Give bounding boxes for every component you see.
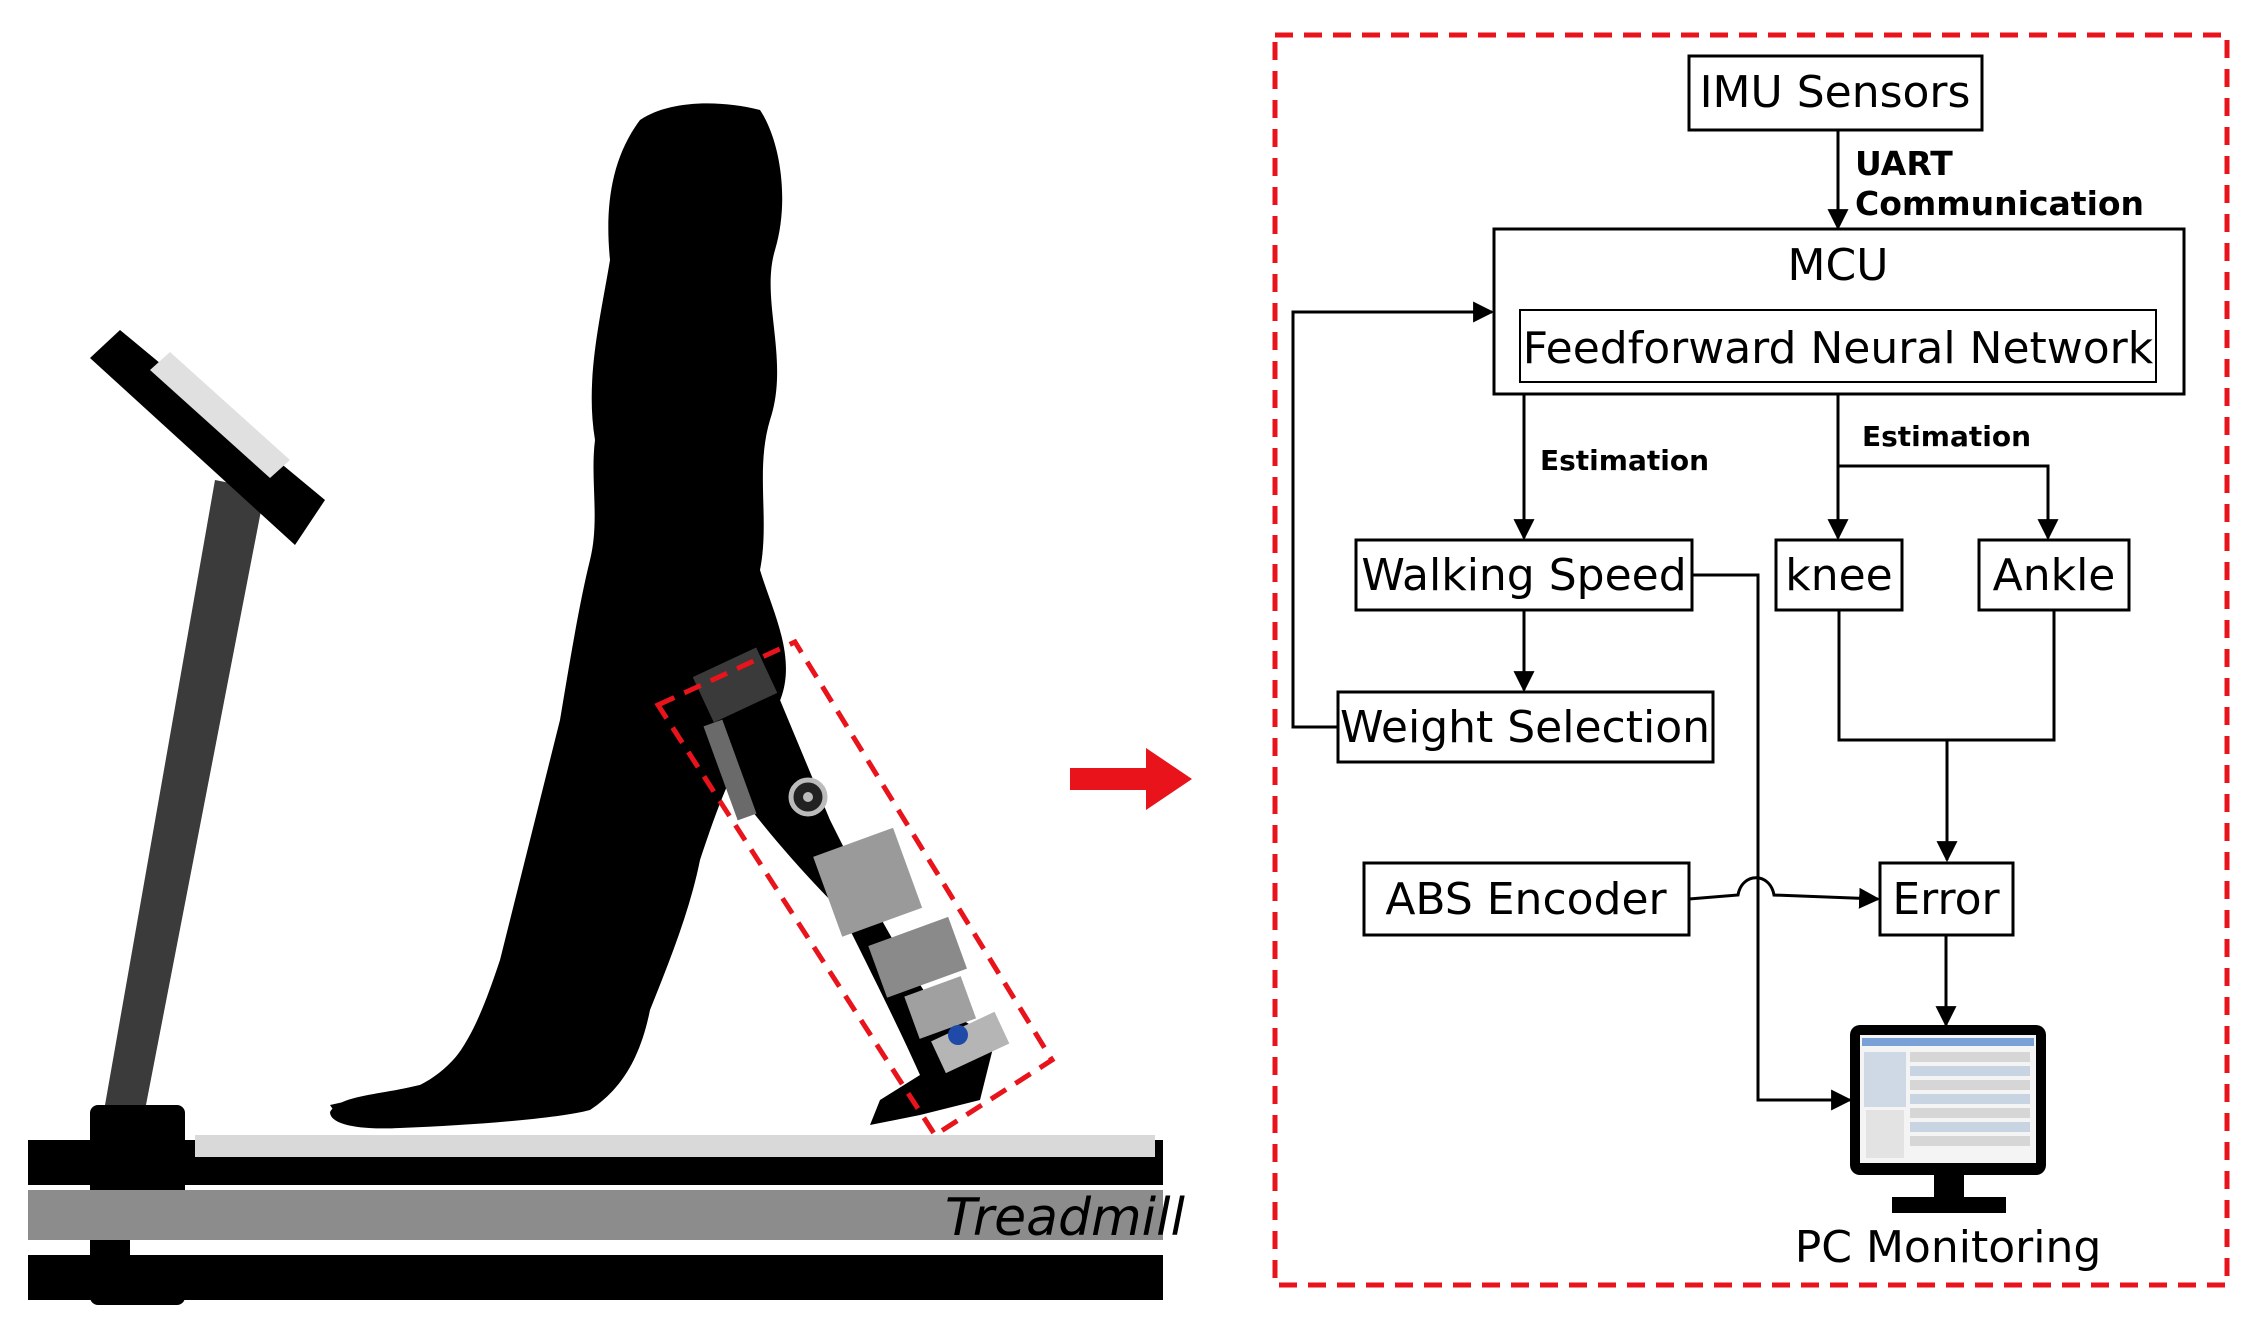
nn-label: Feedforward Neural Network — [1523, 323, 2154, 374]
pc-monitor-icon — [1850, 1025, 2046, 1213]
estimation-label-left: Estimation — [1540, 444, 1709, 477]
mcu-block: MCU Feedforward Neural Network — [1492, 227, 2186, 396]
leg-highlight-dashed — [654, 638, 1056, 1139]
ankle-block: Ankle — [1977, 538, 2131, 612]
ankle-label: Ankle — [1993, 550, 2116, 601]
error-block: Error — [1878, 861, 2015, 937]
nn-block — [1519, 309, 2157, 383]
treadmill-illustration: Treadmill — [28, 103, 1186, 1305]
error-label: Error — [1892, 874, 2000, 925]
abs-encoder-label: ABS Encoder — [1385, 874, 1667, 925]
pc-monitoring-label: PC Monitoring — [1795, 1222, 2102, 1273]
knee-label: knee — [1785, 550, 1893, 601]
weight-selection-block: Weight Selection — [1336, 690, 1715, 764]
rear-leg — [330, 550, 629, 1120]
uart-label-line1: UART — [1855, 144, 1953, 183]
treadmill-deck — [28, 1135, 1163, 1300]
uart-label-line2: Communication — [1855, 184, 2144, 223]
weight-selection-label: Weight Selection — [1340, 702, 1710, 753]
red-arrow-icon — [1070, 748, 1192, 810]
abs-encoder-block: ABS Encoder — [1362, 861, 1691, 937]
speed-to-pc-arrow — [1692, 573, 1853, 1111]
estimation-split-line — [1838, 464, 2059, 541]
feedback-loop-arrow — [1291, 301, 1495, 729]
walking-speed-block: Walking Speed — [1354, 538, 1694, 612]
walking-speed-label: Walking Speed — [1361, 550, 1686, 601]
encoder-to-error-arrow — [1688, 876, 1881, 909]
human-silhouette-icon — [330, 103, 786, 1129]
treadmill-post — [105, 480, 265, 1110]
imu-sensors-block: IMU Sensors — [1687, 54, 1984, 132]
knee-to-error-line — [1837, 610, 2056, 742]
system-dashed-frame — [1272, 32, 2230, 1288]
treadmill-console — [90, 330, 325, 545]
estimation-label-right: Estimation — [1862, 420, 2031, 453]
knee-block: knee — [1774, 538, 1904, 612]
treadmill-label: Treadmill — [945, 1188, 1186, 1248]
exoskeleton-brace — [692, 647, 1010, 1074]
imu-sensors-label: IMU Sensors — [1700, 67, 1971, 118]
mcu-label: MCU — [1788, 240, 1889, 291]
